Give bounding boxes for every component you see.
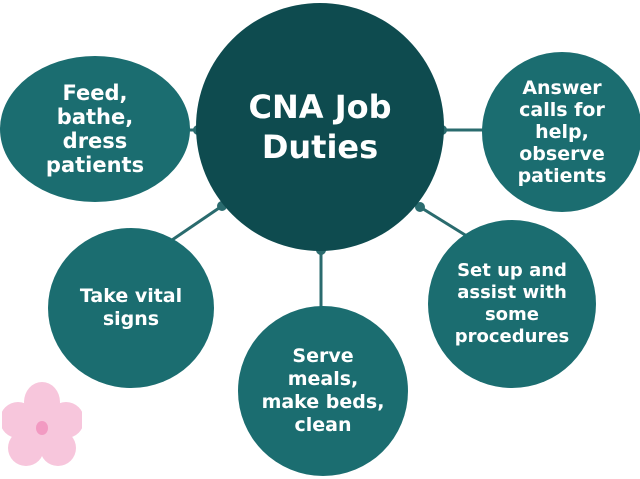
node-feed-label: Feed, bathe, dress patients xyxy=(45,81,145,177)
node-setup: Set up and assist with some procedures xyxy=(428,220,596,388)
center-label: CNA Job Duties xyxy=(248,88,392,166)
connector-vital xyxy=(171,204,223,242)
node-serve-label: Serve meals, make beds, clean xyxy=(261,345,385,436)
connector-dot-setup xyxy=(415,202,425,212)
node-answer: Answer calls for help, observe patients xyxy=(482,52,640,212)
connector-setup xyxy=(419,205,471,240)
flower-icon xyxy=(2,382,82,466)
node-setup-label: Set up and assist with some procedures xyxy=(454,260,570,347)
node-vital-label: Take vital signs xyxy=(79,285,183,330)
node-feed: Feed, bathe, dress patients xyxy=(0,56,190,202)
node-serve: Serve meals, make beds, clean xyxy=(238,306,408,476)
center-node: CNA Job Duties xyxy=(196,3,444,251)
node-answer-label: Answer calls for help, observe patients xyxy=(517,77,607,187)
node-vital: Take vital signs xyxy=(48,228,214,388)
